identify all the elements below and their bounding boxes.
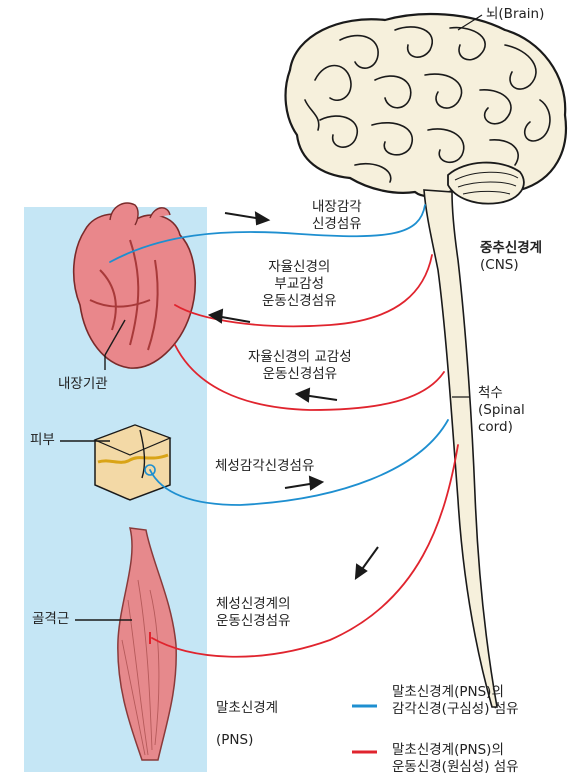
arrow-right-icon: [285, 477, 322, 489]
legend-sensory-line1: 말초신경계(PNS)의: [392, 684, 519, 701]
somatic-motor-fiber: [152, 445, 458, 657]
sympathetic-label-line2: 운동신경섬유: [248, 366, 352, 383]
heart-icon: [74, 203, 196, 368]
sympathetic-label: 자율신경의 교감성 운동신경섬유: [248, 349, 352, 383]
pns-title: 말초신경계: [216, 700, 278, 717]
visceral-sensory-label: 내장감각 신경섬유: [312, 199, 362, 233]
somatic-motor-label: 체성신경계의 운동신경섬유: [216, 596, 291, 630]
legend-motor-line2: 운동신경(원심성) 섬유: [392, 759, 519, 776]
arrow-left-icon: [297, 389, 337, 401]
parasympathetic-label-line3: 운동신경섬유: [262, 293, 337, 310]
sympathetic-label-line1: 자율신경의 교감성: [248, 349, 352, 366]
visceral-sensory-label-line2: 신경섬유: [312, 216, 362, 233]
pns-abbr: (PNS): [216, 732, 278, 749]
arrow-left-icon: [210, 310, 250, 322]
pns-label: 말초신경계 (PNS): [216, 700, 278, 749]
arrow-right-icon: [225, 213, 268, 224]
spinal-cord-label-en2: cord): [478, 419, 525, 436]
muscle-icon: [118, 528, 176, 760]
brain-label: 뇌(Brain): [486, 6, 544, 23]
visceral-organ-label: 내장기관: [58, 376, 108, 393]
visceral-sensory-label-line1: 내장감각: [312, 199, 362, 216]
cns-abbr: (CNS): [480, 257, 542, 274]
arrow-down-left-icon: [356, 547, 378, 578]
legend-motor-line1: 말초신경계(PNS)의: [392, 742, 519, 759]
legend-sensory-text: 말초신경계(PNS)의 감각신경(구심성) 섬유: [392, 684, 519, 718]
spinal-cord-label-en1: (Spinal: [478, 402, 525, 419]
brain-icon: [286, 14, 566, 204]
legend-sensory-line2: 감각신경(구심성) 섬유: [392, 701, 519, 718]
parasympathetic-label-line2: 부교감성: [262, 276, 337, 293]
somatic-motor-label-line2: 운동신경섬유: [216, 613, 291, 630]
spinal-cord-label-ko: 척수: [478, 385, 525, 402]
cns-label: 중추신경계 (CNS): [480, 240, 542, 274]
legend-motor-text: 말초신경계(PNS)의 운동신경(원심성) 섬유: [392, 742, 519, 776]
cns-title: 중추신경계: [480, 240, 542, 257]
parasympathetic-label-line1: 자율신경의: [262, 259, 337, 276]
skin-label: 피부: [30, 432, 55, 449]
skeletal-muscle-label: 골격근: [32, 611, 69, 628]
spinal-cord-label: 척수 (Spinal cord): [478, 385, 525, 436]
somatic-motor-label-line1: 체성신경계의: [216, 596, 291, 613]
skin-icon: [95, 425, 170, 500]
parasympathetic-label: 자율신경의 부교감성 운동신경섬유: [262, 259, 337, 310]
somatic-sensory-label: 체성감각신경섬유: [215, 458, 314, 475]
